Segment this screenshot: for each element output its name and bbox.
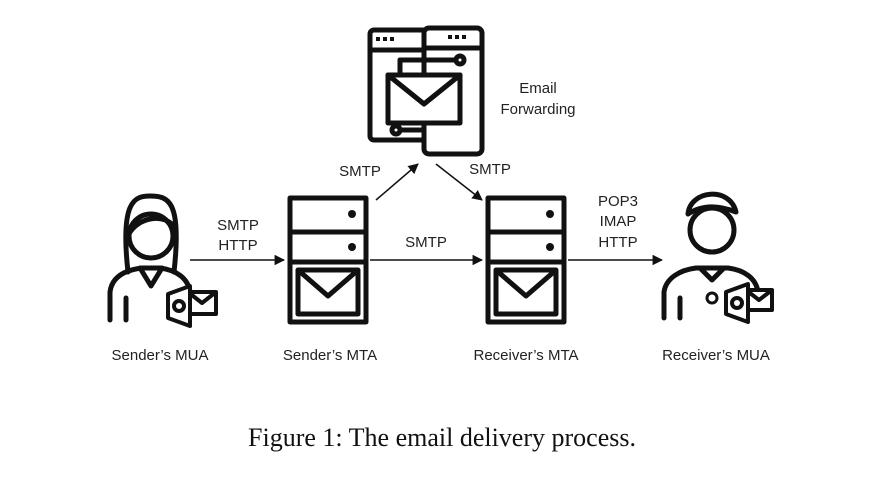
forwarding-label-line1: Email: [519, 80, 557, 97]
receiver-envelope-icon: [724, 282, 774, 324]
sender-envelope-icon: [166, 284, 218, 328]
email-forwarding-icon: [367, 25, 485, 157]
edge-mua-mta-line2: HTTP: [218, 237, 257, 254]
sender-mta-server-icon: [287, 195, 369, 325]
edge-mta-forwarding-label: SMTP: [339, 163, 381, 180]
sender-mta-lights: [348, 210, 356, 251]
sender-mta-label: Sender’s MTA: [283, 347, 377, 364]
arrow-forwarding-to-mta: [435, 163, 483, 201]
receiver-mta-lights: [546, 210, 554, 251]
receiver-badge-icon: [705, 291, 719, 305]
arrow-mta-to-forwarding: [375, 163, 419, 201]
edge-mua-mta-line1: SMTP: [217, 217, 259, 234]
arrows: [190, 163, 664, 266]
edge-mta-mua-line3: HTTP: [598, 234, 637, 251]
forwarding-dots: [376, 35, 466, 41]
receiver-mta-label: Receiver’s MTA: [473, 347, 578, 364]
figure-caption: Figure 1: The email delivery process.: [248, 423, 636, 452]
edge-mta-mta-label: SMTP: [405, 234, 447, 251]
receiver-mta-server-icon: [485, 195, 567, 325]
edge-mta-mua-line2: IMAP: [600, 213, 637, 230]
sender-mua-label: Sender’s MUA: [112, 347, 209, 364]
receiver-person-icon: [661, 191, 761, 321]
edge-mta-mua-line1: POP3: [598, 193, 638, 210]
receiver-mua-label: Receiver’s MUA: [662, 347, 770, 364]
forwarding-label-line2: Forwarding: [500, 101, 575, 118]
edge-forwarding-mta-label: SMTP: [469, 161, 511, 178]
sender-person-icon: [107, 193, 193, 323]
